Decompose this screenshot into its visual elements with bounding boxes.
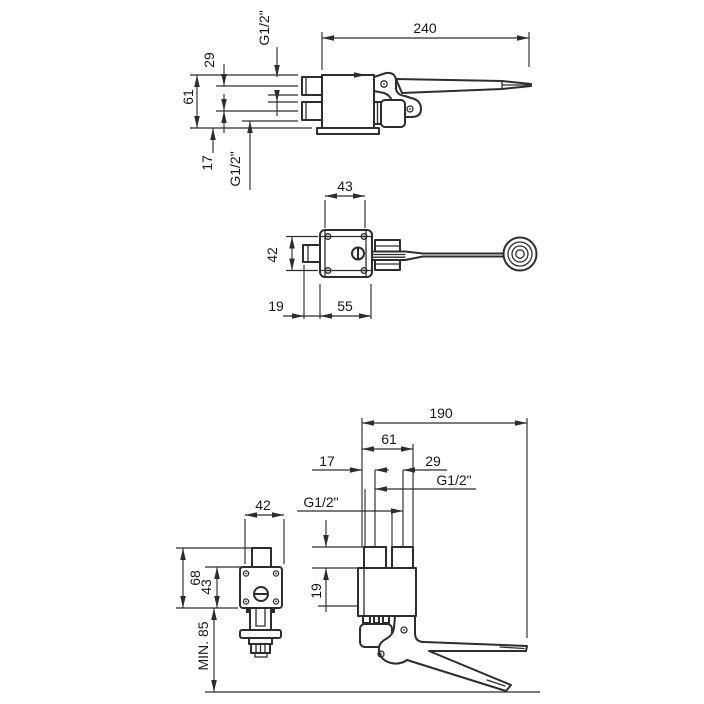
lever-shaft-plan [371, 250, 505, 261]
dim-17-label: 17 [199, 155, 215, 171]
thread-bottom-label: G1/2" [227, 151, 243, 186]
pedal-disc [502, 236, 538, 272]
dim-17-pedal-label: 17 [319, 453, 335, 469]
dim-42-front-label: 42 [255, 497, 271, 513]
side-view: 240 61 29 17 G1/2" [180, 10, 532, 190]
top-port-2 [391, 546, 414, 569]
dim-68: 68 [176, 547, 251, 609]
pivot-screw-upper [380, 80, 388, 88]
dim-61-pedal: 61 [362, 431, 414, 547]
valve-body-pedal [357, 567, 417, 617]
pivot-screw-lower [406, 105, 414, 113]
dim-43-plan-label: 43 [337, 178, 353, 194]
dim-42-plan-label: 42 [264, 247, 280, 263]
dim-43-plan: 43 [324, 178, 366, 228]
dim-19-55-plan: 19 55 [268, 265, 372, 319]
dim-29-label: 29 [201, 52, 217, 68]
dim-29-pedal: 29 [403, 453, 447, 473]
thread-label-port1: G1/2" [375, 472, 476, 492]
top-port-1 [363, 546, 387, 569]
aerator [250, 643, 271, 658]
dim-55-plan-label: 55 [337, 298, 353, 314]
outlet-nut [380, 99, 406, 128]
dim-19-plan-label: 19 [268, 298, 284, 314]
dim-43-front-label: 43 [198, 579, 214, 595]
pedal-side-view: 190 61 17 29 G1/2" G1/2" [297, 405, 528, 692]
dim-29: 29 [201, 52, 298, 133]
pedal-view-body [357, 546, 528, 692]
top-port-front [251, 547, 272, 568]
dim-61-label: 61 [180, 89, 196, 105]
thread-label-top: G1/2" [256, 10, 280, 116]
pedal-lever [377, 615, 528, 692]
thread-port2-label: G1/2" [303, 494, 338, 510]
dim-19-pedal: 19 [308, 520, 364, 612]
dim-43-front: 43 [198, 566, 250, 608]
dim-19-pedal-label: 19 [308, 583, 324, 599]
dim-42-front: 42 [244, 497, 285, 564]
mounting-flange [316, 127, 380, 135]
corner-screws-front [242, 570, 280, 605]
dim-61-pedal-label: 61 [381, 431, 397, 447]
dim-42-plan: 42 [264, 235, 318, 272]
dim-240: 240 [321, 20, 530, 70]
pedal-pivot-upper [400, 626, 408, 634]
plan-view: 43 42 19 55 [264, 178, 538, 319]
dim-240-label: 240 [413, 20, 437, 36]
inlet-port-plan [302, 244, 321, 263]
inlet-port-1 [301, 76, 323, 96]
plan-view-body [302, 229, 538, 278]
dim-68-label: 68 [187, 570, 203, 586]
valve-body [321, 74, 375, 129]
corner-screws [324, 233, 368, 274]
outlet-flange [239, 629, 282, 639]
side-view-body [301, 71, 532, 135]
front-view: 68 43 MIN. 85 42 [176, 497, 540, 693]
valve-seat-strip [362, 615, 390, 624]
dim-17-pedal: 17 [312, 453, 389, 473]
dim-min85: MIN. 85 [195, 608, 217, 692]
thread-label-port2: G1/2" [297, 494, 403, 514]
thread-top-label: G1/2" [256, 10, 272, 45]
inlet-port-2 [301, 101, 323, 121]
dim-min85-label: MIN. 85 [195, 621, 211, 670]
dim-29-pedal-label: 29 [425, 453, 441, 469]
outlet-yoke [246, 607, 275, 631]
pedal-pivot-lower [377, 650, 385, 658]
dim-190-label: 190 [429, 405, 453, 421]
thread-label-bottom: G1/2" [227, 120, 298, 190]
dim-190: 190 [361, 405, 528, 638]
dim-17: 17 [199, 94, 298, 171]
lever-arm [395, 78, 532, 94]
thread-port1-label: G1/2" [436, 472, 471, 488]
port-centerlines [364, 470, 404, 547]
front-view-body [239, 547, 283, 658]
